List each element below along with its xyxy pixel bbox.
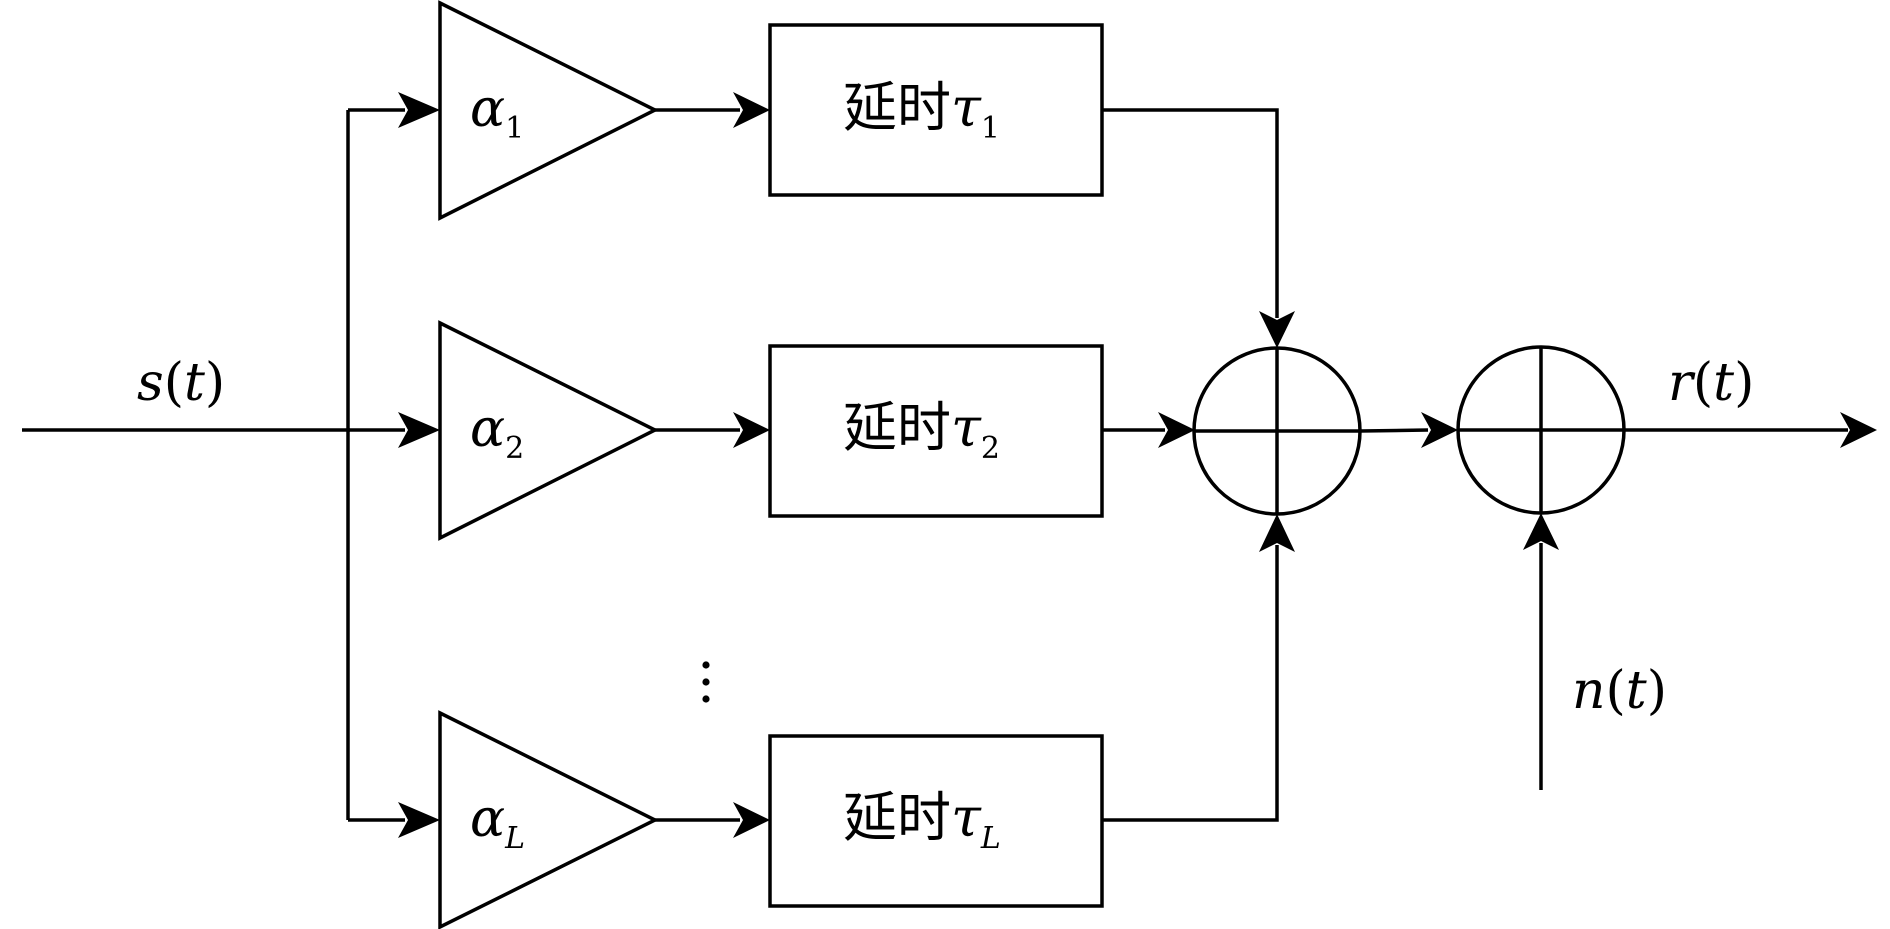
summer-1: [1192, 346, 1362, 516]
summer-2: [1456, 345, 1626, 515]
output-arrow: [1624, 412, 1877, 448]
branch-arrow-L: [348, 802, 440, 838]
output-label: r(t): [1668, 353, 1754, 413]
noise-label: n(t): [1572, 661, 1667, 721]
branch-arrow-1: [348, 92, 440, 128]
amplifier-1: [438, 0, 659, 221]
gain-label-1: α1: [470, 79, 524, 146]
ellipsis-dots: [702, 661, 710, 703]
summer1-to-summer2: [1359, 412, 1458, 448]
gain-label-2: α2: [470, 399, 524, 466]
delay-label-L: 延时τL: [843, 786, 1001, 856]
input-label: s(t): [137, 353, 225, 413]
branch-arrow-2: [348, 412, 440, 448]
delay-label-1: 延时τ1: [843, 76, 1000, 146]
noise-arrow: [1523, 513, 1559, 790]
amp-delay-arrow-L: [655, 802, 770, 838]
amplifier-L: [438, 710, 659, 929]
delay-label-2: 延时τ2: [843, 396, 1000, 466]
delayL-to-summer: [1102, 514, 1295, 822]
delay2-to-summer: [1102, 412, 1195, 448]
amp-delay-arrow-2: [655, 412, 770, 448]
amp-delay-arrow-1: [655, 92, 770, 128]
delay1-to-summer: [1102, 108, 1295, 348]
gain-label-L: αL: [470, 789, 525, 856]
amplifier-2: [438, 320, 659, 541]
